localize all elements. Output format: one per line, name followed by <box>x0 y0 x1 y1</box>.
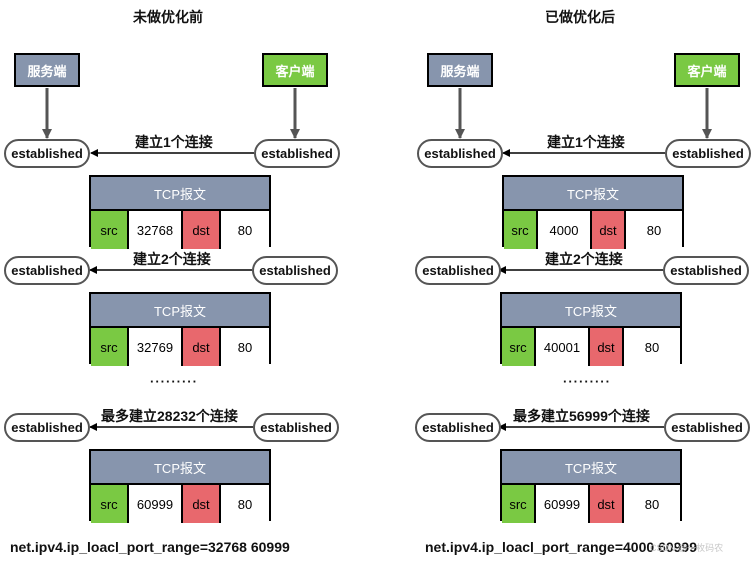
dst-label: dst <box>590 485 622 523</box>
src-label: src <box>504 211 536 249</box>
packet-fields: src 60999 dst 80 <box>91 485 269 523</box>
packet-title: TCP报文 <box>502 294 680 328</box>
client-established-state: established <box>252 256 338 285</box>
src-port: 60999 <box>129 485 181 523</box>
dst-port: 80 <box>624 485 680 523</box>
src-label: src <box>91 485 127 523</box>
connection-label: 建立2个连接 <box>545 251 623 267</box>
packet-title: TCP报文 <box>91 177 269 211</box>
connection-label: 建立2个连接 <box>133 251 211 267</box>
src-port: 32768 <box>129 211 181 249</box>
packet-fields: src 60999 dst 80 <box>502 485 680 523</box>
dst-label: dst <box>592 211 624 249</box>
panel-title-after: 已做优化后 <box>545 9 615 25</box>
client-box: 客户端 <box>262 53 328 87</box>
client-established-state: established <box>665 139 751 168</box>
tcp-packet: TCP报文 src 4000 dst 80 <box>502 175 684 249</box>
dst-label: dst <box>183 328 219 366</box>
server-established-state: established <box>417 139 503 168</box>
connection-label: 最多建立56999个连接 <box>513 408 650 424</box>
src-port: 32769 <box>129 328 181 366</box>
server-established-state: established <box>415 256 501 285</box>
dst-label: dst <box>183 211 219 249</box>
server-box: 服务端 <box>427 53 493 87</box>
packet-title: TCP报文 <box>504 177 682 211</box>
server-established-state: established <box>415 413 501 442</box>
src-label: src <box>502 328 534 366</box>
dst-port: 80 <box>624 328 680 366</box>
src-port: 4000 <box>538 211 590 249</box>
ellipsis: ········· <box>150 374 198 389</box>
client-established-state: established <box>253 413 339 442</box>
client-box: 客户端 <box>674 53 740 87</box>
dst-port: 80 <box>221 211 269 249</box>
packet-title: TCP报文 <box>91 451 269 485</box>
src-label: src <box>91 211 127 249</box>
tcp-packet: TCP报文 src 60999 dst 80 <box>89 449 271 523</box>
port-range-setting: net.ipv4.ip_loacl_port_range=32768 60999 <box>10 539 290 555</box>
tcp-packet: TCP报文 src 40001 dst 80 <box>500 292 682 366</box>
connection-label: 最多建立28232个连接 <box>101 408 238 424</box>
connection-label: 建立1个连接 <box>135 134 213 150</box>
tcp-packet: TCP报文 src 60999 dst 80 <box>500 449 682 523</box>
dst-label: dst <box>590 328 622 366</box>
client-established-state: established <box>663 256 749 285</box>
dst-label: dst <box>183 485 219 523</box>
dst-port: 80 <box>221 485 269 523</box>
tcp-packet: TCP报文 src 32768 dst 80 <box>89 175 271 249</box>
packet-fields: src 32769 dst 80 <box>91 328 269 366</box>
panel-title-before: 未做优化前 <box>133 9 203 25</box>
src-label: src <box>502 485 534 523</box>
port-range-setting: net.ipv4.ip_loacl_port_range=4000 60999 <box>425 539 697 555</box>
watermark: CSDN @一枚码农 <box>650 543 724 553</box>
dst-port: 80 <box>626 211 682 249</box>
packet-title: TCP报文 <box>502 451 680 485</box>
packet-fields: src 32768 dst 80 <box>91 211 269 249</box>
connection-label: 建立1个连接 <box>547 134 625 150</box>
packet-fields: src 40001 dst 80 <box>502 328 680 366</box>
dst-port: 80 <box>221 328 269 366</box>
server-established-state: established <box>4 256 90 285</box>
packet-fields: src 4000 dst 80 <box>504 211 682 249</box>
src-port: 60999 <box>536 485 588 523</box>
ellipsis: ········· <box>563 374 611 389</box>
server-box: 服务端 <box>14 53 80 87</box>
client-established-state: established <box>254 139 340 168</box>
packet-title: TCP报文 <box>91 294 269 328</box>
tcp-packet: TCP报文 src 32769 dst 80 <box>89 292 271 366</box>
src-label: src <box>91 328 127 366</box>
client-established-state: established <box>664 413 750 442</box>
src-port: 40001 <box>536 328 588 366</box>
server-established-state: established <box>4 139 90 168</box>
server-established-state: established <box>4 413 90 442</box>
